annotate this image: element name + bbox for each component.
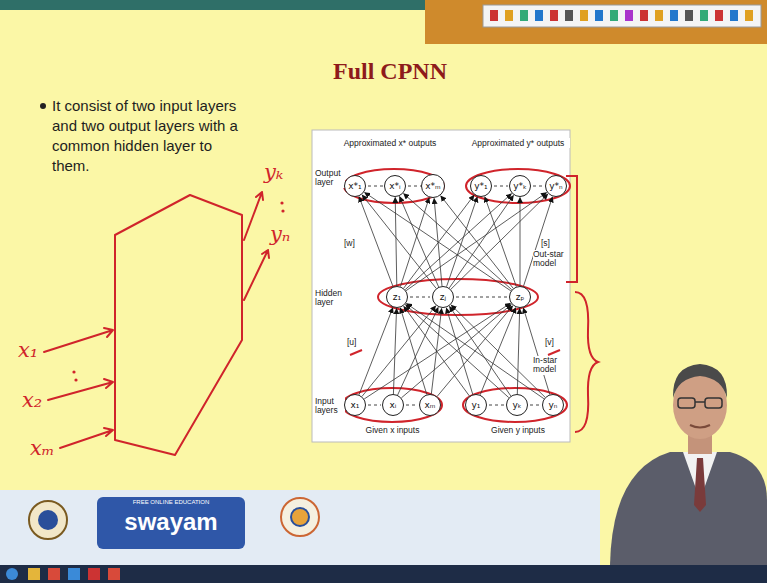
group-caption: Given x inputs	[345, 425, 440, 435]
neuron-circle: y*ₙ	[545, 175, 567, 197]
handwritten-label: x₁	[18, 338, 38, 362]
group-caption: Approximated y* outputs	[466, 138, 570, 148]
neuron-circle: z₁	[386, 286, 408, 308]
handwritten-label: x₂	[22, 388, 42, 412]
weight-connection	[520, 198, 521, 287]
weight-connection	[400, 197, 439, 287]
weight-connection	[393, 308, 396, 394]
neuron-label: z₁	[393, 293, 401, 302]
weight-connection	[406, 193, 547, 291]
neuron-label: x*ₘ	[425, 182, 440, 191]
weight-connection	[404, 195, 474, 288]
weight-label: [s]	[541, 238, 550, 248]
neuron-circle: yₙ	[542, 394, 564, 416]
weight-connection	[404, 194, 512, 290]
neuron-label: x*ᵢ	[389, 182, 400, 191]
neuron-label: y*ₙ	[549, 182, 562, 191]
neuron-label: yₙ	[549, 401, 558, 410]
weight-label: [u]	[347, 337, 356, 347]
neuron-label: xᵢ	[390, 401, 397, 410]
neuron-circle: y₁	[465, 394, 487, 416]
group-caption: Approximated x* outputs	[338, 138, 442, 148]
weight-label: [v]	[545, 337, 554, 347]
logo-tagline: FREE ONLINE EDUCATION	[100, 499, 242, 505]
handwritten-label: xₘ	[30, 436, 55, 460]
neuron-label: zₚ	[516, 293, 525, 302]
layer-label: Hidden layer	[315, 289, 347, 308]
neuron-circle: x₁	[344, 394, 366, 416]
neuron-label: x₁	[351, 401, 360, 410]
neuron-label: y₁	[472, 401, 481, 410]
neuron-circle: x*₁	[344, 175, 366, 197]
neuron-circle: y*₁	[470, 175, 492, 197]
model-label: In-star model	[533, 356, 569, 375]
weight-connection	[406, 305, 509, 398]
neuron-circle: xᵢ	[382, 394, 404, 416]
bullet-text: It consist of two input layers and two o…	[52, 96, 252, 176]
weight-connection	[364, 303, 510, 399]
neuron-label: yₖ	[512, 401, 521, 410]
weight-connection	[406, 304, 544, 399]
neuron-circle: xₘ	[419, 394, 441, 416]
weight-connection	[359, 308, 393, 395]
weight-connection	[447, 197, 478, 287]
weight-connection	[395, 197, 397, 286]
weight-connection	[401, 304, 511, 397]
weight-connection	[449, 195, 513, 288]
weight-connection	[451, 194, 548, 289]
neuron-label: y*₁	[474, 182, 487, 191]
weight-connection	[362, 306, 436, 397]
group-caption: Given y inputs	[468, 425, 568, 435]
weight-connection	[485, 197, 517, 287]
neuron-circle: zₚ	[509, 286, 531, 308]
neuron-label: zⱼ	[440, 293, 446, 302]
neuron-label: x*₁	[348, 182, 361, 191]
neuron-circle: y*ₖ	[509, 175, 531, 197]
weight-connection	[359, 197, 393, 287]
logo-wordmark: swayam	[100, 508, 242, 536]
weight-connection	[398, 307, 439, 395]
layer-label: Output layer	[315, 169, 345, 188]
neuron-label: y*ₖ	[513, 182, 527, 191]
layer-label: Input layers	[315, 397, 345, 416]
weight-connection	[523, 308, 549, 394]
weight-connection	[365, 192, 511, 290]
neuron-circle: x*ᵢ	[384, 175, 406, 197]
weight-connection	[451, 305, 545, 397]
neuron-circle: zⱼ	[432, 286, 454, 308]
weight-connection	[362, 195, 436, 288]
weight-label: [w]	[344, 238, 355, 248]
handwritten-label: yₖ	[264, 160, 284, 184]
weight-connection	[400, 308, 426, 394]
weight-connection	[523, 197, 552, 287]
neuron-circle: yₖ	[506, 394, 528, 416]
weight-connection	[441, 196, 514, 289]
model-label: Out-star model	[533, 250, 569, 269]
slide-title: Full CPNN	[240, 58, 540, 85]
weight-connection	[450, 306, 511, 395]
handwritten-label: yₙ	[270, 222, 290, 246]
neuron-circle: x*ₘ	[421, 174, 445, 198]
neuron-label: xₘ	[425, 401, 436, 410]
